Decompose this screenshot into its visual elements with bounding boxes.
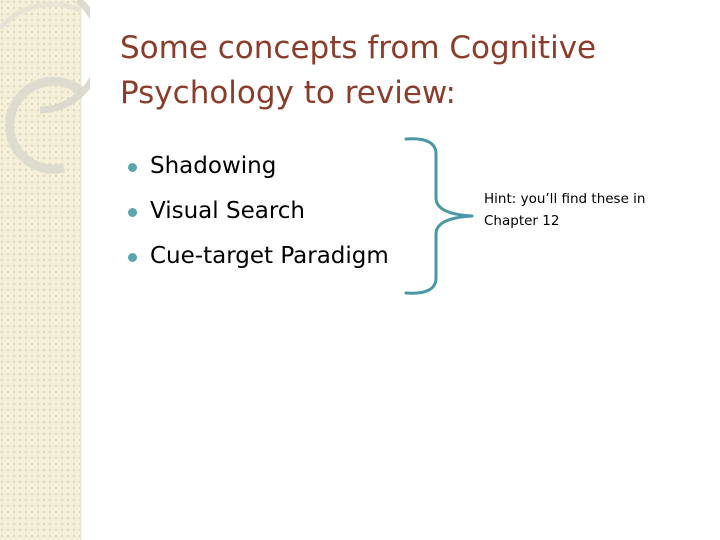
list-item: Shadowing	[128, 144, 389, 189]
slide-title: Some concepts from Cognitive Psychology …	[120, 30, 597, 111]
concept-label: Shadowing	[150, 153, 277, 179]
concept-list: Shadowing Visual Search Cue-target Parad…	[128, 144, 389, 279]
bullet-icon	[128, 208, 137, 217]
list-item: Visual Search	[128, 189, 389, 234]
list-item: Cue-target Paradigm	[128, 234, 389, 279]
decorative-rings	[0, 0, 90, 174]
hint-text: Hint: you’ll find these in Chapter 12	[484, 191, 646, 229]
curly-brace-icon	[404, 137, 474, 295]
bullet-icon	[128, 163, 137, 172]
left-decorative-band	[0, 0, 80, 540]
bullet-icon	[128, 253, 137, 262]
concept-label: Visual Search	[150, 198, 305, 224]
concept-label: Cue-target Paradigm	[150, 243, 389, 269]
band-edge-divider	[80, 0, 82, 540]
